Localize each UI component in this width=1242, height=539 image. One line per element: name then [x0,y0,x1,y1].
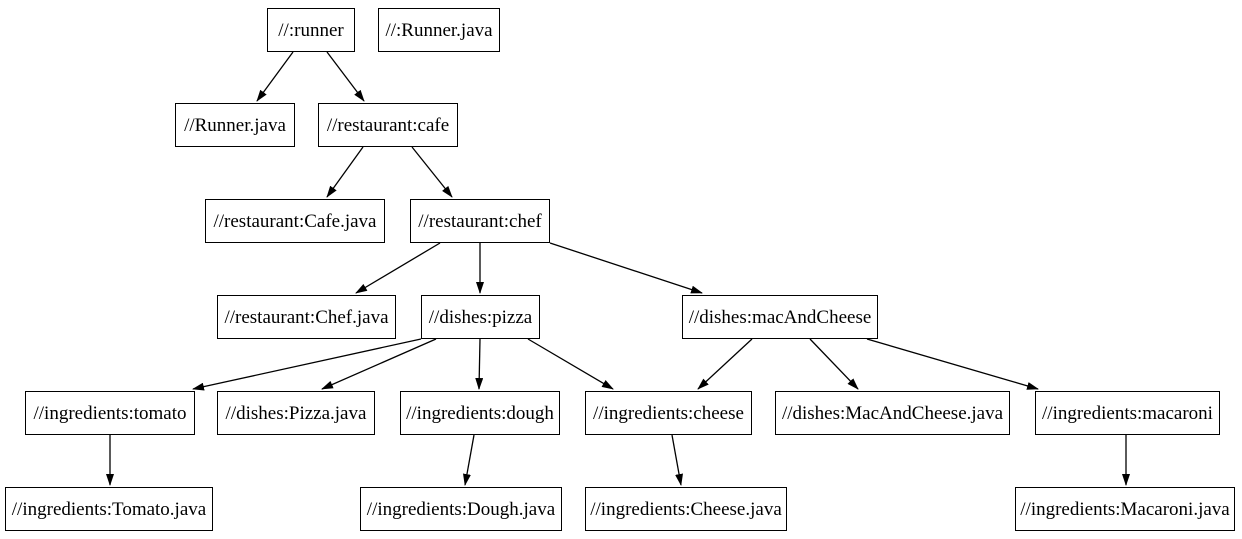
graph-node-label-cafe: //restaurant:cafe [326,114,450,136]
edge-mac-and-cheese-to-macaroni [866,338,1039,390]
graph-node-label-pizza: //dishes:pizza [428,306,533,328]
graph-node-label-chef-java: //restaurant:Chef.java [224,306,389,328]
edge-cheese-to-cheese-java [671,434,683,486]
graph-node-tomato-java: //ingredients:Tomato.java [5,487,213,531]
graph-node-runner: //:runner [267,8,355,52]
graph-node-cafe: //restaurant:cafe [318,103,458,147]
graph-node-label-macaroni-java: //ingredients:Macaroni.java [1020,498,1230,520]
graph-node-root-runner-java: //:Runner.java [378,8,500,52]
graph-node-label-mac-and-cheese-java: //dishes:MacAndCheese.java [781,402,1004,424]
graph-node-label-root-runner-java: //:Runner.java [385,19,493,41]
graph-node-label-cheese: //ingredients:cheese [593,402,744,424]
graph-node-label-mac-and-cheese: //dishes:macAndCheese [688,306,872,328]
edge-mac-and-cheese-to-mac-and-cheese-java [809,338,859,390]
graph-node-macaroni: //ingredients:macaroni [1035,391,1220,435]
graph-node-cheese-java: //ingredients:Cheese.java [585,487,787,531]
edge-pizza-to-pizza-java [321,338,437,390]
graph-node-cafe-java: //restaurant:Cafe.java [205,199,385,243]
graph-node-macaroni-java: //ingredients:Macaroni.java [1015,487,1235,531]
graph-node-mac-and-cheese-java: //dishes:MacAndCheese.java [775,391,1010,435]
graph-node-dough: //ingredients:dough [400,391,560,435]
graph-node-label-dough: //ingredients:dough [406,402,554,424]
graph-node-cheese: //ingredients:cheese [585,391,752,435]
edge-pizza-to-dough [475,338,484,390]
edge-pizza-to-tomato [192,338,422,391]
graph-node-label-runner: //:runner [278,19,344,41]
edge-chef-to-chef-java [355,242,441,294]
graph-node-label-runner-java: //Runner.java [184,114,286,136]
graph-node-label-macaroni: //ingredients:macaroni [1042,402,1213,424]
edge-pizza-to-cheese [527,338,614,390]
edge-dough-to-dough-java [463,434,475,486]
graph-node-label-chef: //restaurant:chef [418,210,542,232]
graph-node-dough-java: //ingredients:Dough.java [360,487,562,531]
graph-node-label-pizza-java: //dishes:Pizza.java [225,402,367,424]
edge-chef-to-mac-and-cheese [549,242,703,294]
graph-node-pizza-java: //dishes:Pizza.java [217,391,375,435]
graph-node-label-tomato: //ingredients:tomato [33,402,187,424]
edge-mac-and-cheese-to-cheese [697,338,753,390]
graph-node-label-dough-java: //ingredients:Dough.java [366,498,556,520]
graph-node-label-cafe-java: //restaurant:Cafe.java [213,210,377,232]
graph-node-chef-java: //restaurant:Chef.java [217,295,396,339]
graph-node-mac-and-cheese: //dishes:macAndCheese [682,295,878,339]
graph-node-chef: //restaurant:chef [410,199,550,243]
edge-runner-to-cafe [326,51,365,102]
graph-node-runner-java: //Runner.java [175,103,295,147]
edge-runner-to-runner-java [256,51,294,102]
graph-node-label-cheese-java: //ingredients:Cheese.java [590,498,782,520]
graph-node-pizza: //dishes:pizza [421,295,540,339]
graph-node-label-tomato-java: //ingredients:Tomato.java [11,498,207,520]
edge-cafe-to-chef [411,146,453,198]
graph-node-tomato: //ingredients:tomato [25,391,195,435]
edge-cafe-to-cafe-java [326,146,364,198]
